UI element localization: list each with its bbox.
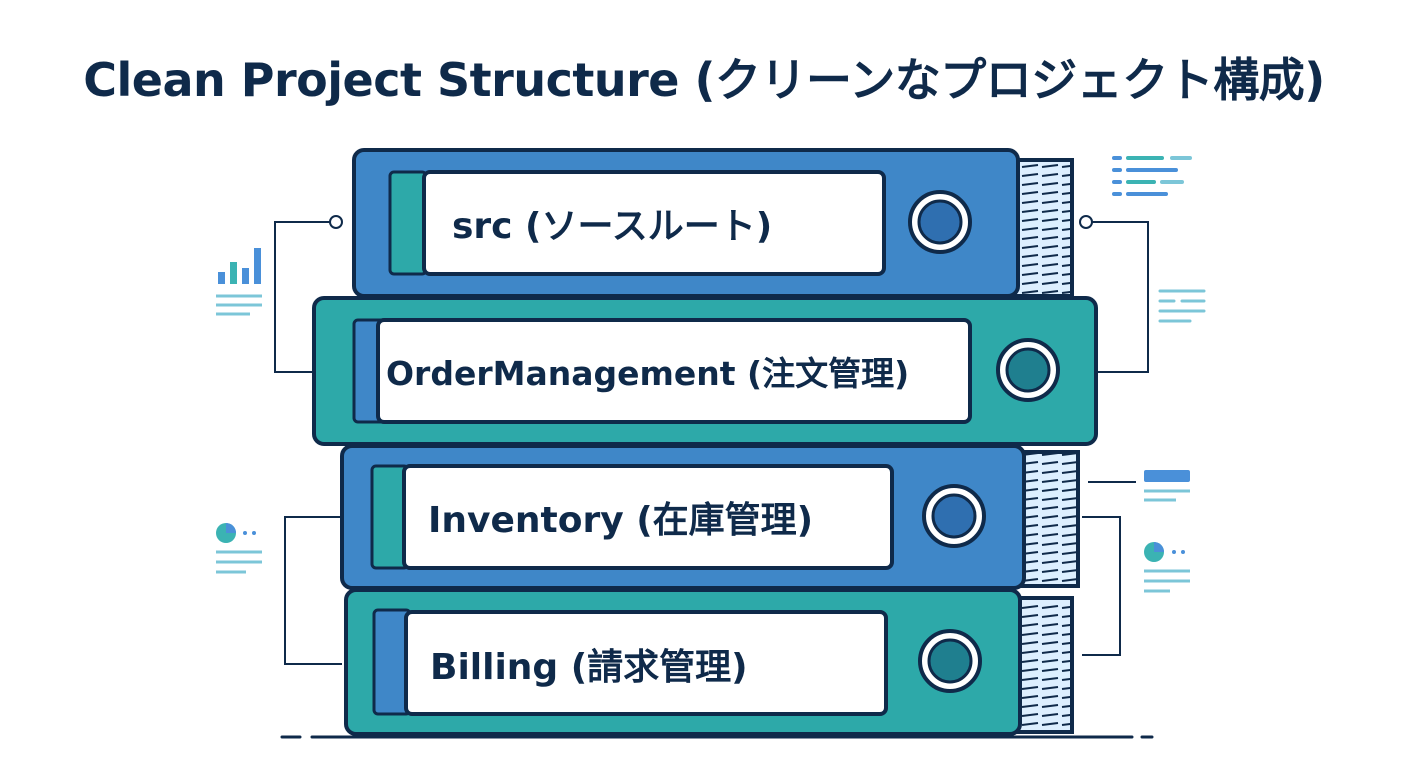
binder-ring-hole-inner xyxy=(917,199,963,245)
connector-dot-right-top xyxy=(1079,215,1093,229)
binder-label-card xyxy=(404,610,888,716)
binder-pages xyxy=(1010,158,1074,298)
pie-chart-icon-left xyxy=(216,523,262,574)
connector-dot-left-top xyxy=(329,215,343,229)
binder-inventory: Inventory (在庫管理) xyxy=(340,444,1080,590)
binder-label: OrderManagement (注文管理) xyxy=(386,354,909,393)
list-lines-icon xyxy=(1112,156,1192,196)
text-lines-icon xyxy=(1158,289,1206,323)
connector-left-bottom xyxy=(284,516,342,665)
connector-right-top xyxy=(1092,221,1149,373)
binder-label: Billing (請求管理) xyxy=(430,647,748,688)
binder-spine-strip xyxy=(388,170,428,276)
binder-ring-hole-inner xyxy=(931,493,977,539)
card-lines-icon xyxy=(1144,470,1190,502)
connector-right-bottom xyxy=(1082,516,1121,656)
binder-label-card xyxy=(422,170,886,276)
binder-ring-hole-inner xyxy=(1005,347,1051,393)
page-title: Clean Project Structure (クリーンなプロジェクト構成) xyxy=(83,53,1325,107)
binder-label: src (ソースルート) xyxy=(452,206,772,247)
binder-label-card xyxy=(376,318,972,424)
binder-label: Inventory (在庫管理) xyxy=(428,500,813,541)
connector-left-top xyxy=(274,221,330,373)
pie-chart-icon-right xyxy=(1144,542,1190,593)
binder-order-management: OrderManagement (注文管理) xyxy=(312,296,1098,446)
binder-ring-hole-inner xyxy=(927,638,973,684)
binder-billing: Billing (請求管理) xyxy=(344,588,1074,736)
binder-src: src (ソースルート) xyxy=(352,148,1074,298)
connector-lines xyxy=(274,215,1149,665)
binder-label-card xyxy=(402,464,894,570)
binder-pages xyxy=(1016,450,1080,588)
bar-chart-icon xyxy=(216,248,262,316)
